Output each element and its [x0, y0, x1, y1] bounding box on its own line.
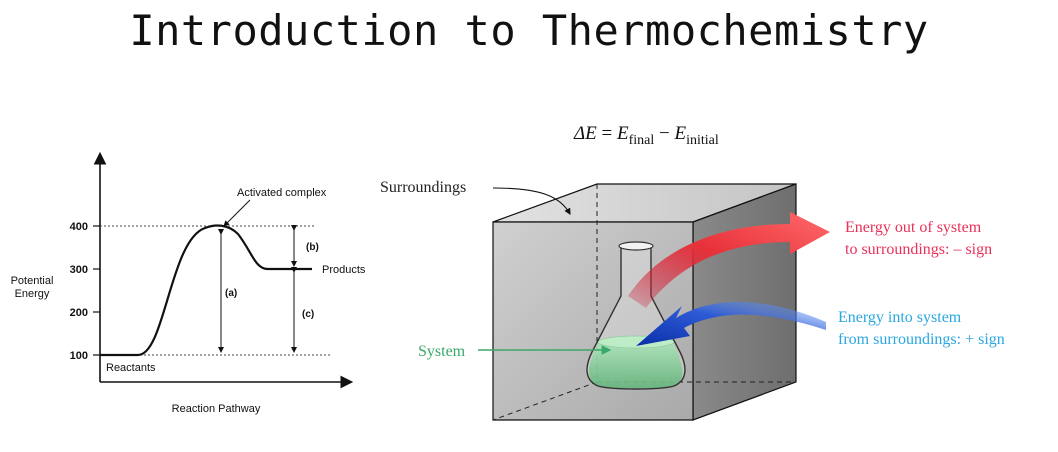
flask-liquid: [588, 342, 683, 388]
energy-out-arrow: [628, 212, 830, 308]
arrow-b-label: (b): [306, 242, 319, 253]
energy-out-label-line1: Energy out of system: [845, 219, 982, 236]
system-label: System: [418, 343, 466, 360]
energy-in-label-line1: Energy into system: [838, 309, 962, 326]
flask-glass: [586, 246, 686, 390]
flask: [586, 241, 686, 390]
y-tick-label-200: 200: [70, 307, 88, 319]
energy-in-label-line2: from surroundings: + sign: [838, 331, 1005, 348]
system-diagram: ΔE = Efinal − Einitial Surroundings Syst…: [380, 123, 1005, 421]
flask-mouth: [618, 241, 654, 251]
surroundings-label: Surroundings: [380, 179, 466, 196]
reaction-curve: [100, 224, 312, 357]
arrow-a-label: (a): [225, 288, 237, 299]
energy-equation: ΔE = Efinal − Einitial: [573, 123, 719, 148]
x-axis-label: Reaction Pathway: [172, 403, 261, 415]
y-tick-label-100: 100: [70, 350, 88, 362]
y-axis-label-line1: Potential: [11, 275, 54, 287]
surroundings-pointer: [492, 187, 571, 215]
y-axis-label-line2: Energy: [15, 288, 50, 300]
arrow-c-label: (c): [302, 309, 314, 320]
y-tick-label-300: 300: [70, 264, 88, 276]
energy-diagram: 100 200 300 400 Potential Energy Reactio…: [11, 151, 366, 415]
page-title: Introduction to Thermochemistry: [129, 6, 929, 55]
reactants-label: Reactants: [106, 362, 156, 374]
energy-in-arrow: [636, 301, 826, 346]
activated-complex-pointer: [223, 199, 251, 227]
box-hidden-edge-diagonal: [492, 381, 598, 421]
activated-complex-label: Activated complex: [237, 187, 327, 199]
products-label: Products: [322, 264, 366, 276]
y-tick-label-400: 400: [70, 221, 88, 233]
energy-out-label-line2: to surroundings: – sign: [845, 241, 992, 258]
